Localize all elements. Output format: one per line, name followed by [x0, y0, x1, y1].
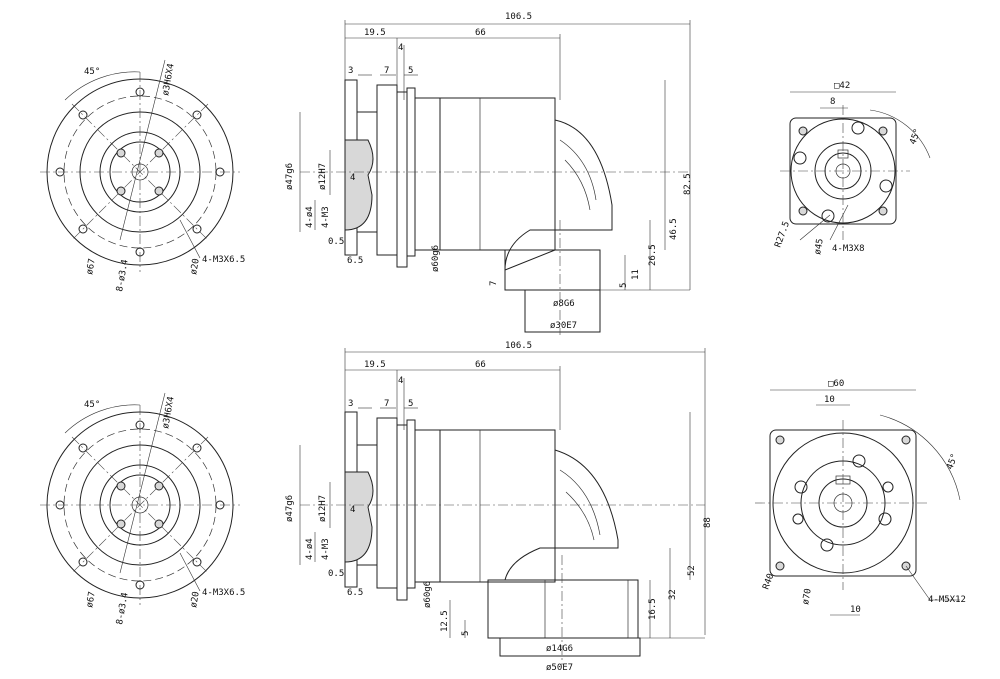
top-gap: 0.5	[328, 237, 344, 247]
bottom-flange-pitch-dia: ø20	[189, 591, 202, 609]
top-h1: 82.5	[683, 173, 693, 195]
bottom-shaft-dia: ø14G6	[546, 644, 573, 654]
top-seg-b: 66	[475, 28, 486, 38]
bottom-flange-threads: 4-M3X6.5	[202, 588, 245, 598]
bottom-side-view: 106.5 19.5 66 4 3 7 5 ø47g6 ø12H7	[285, 341, 713, 673]
bottom-seg-e: 7	[384, 399, 389, 409]
top-body-dia: ø60g6	[431, 245, 441, 272]
top-h2: 46.5	[669, 218, 679, 240]
top-pilot-dia: ø47g6	[285, 163, 295, 190]
top-overall-length: 106.5	[505, 12, 532, 22]
top-boss-dia: ø30E7	[550, 321, 577, 331]
top-h6: 7	[489, 281, 499, 286]
bottom-h2: 52	[687, 565, 697, 576]
bottom-h6: 5	[461, 631, 471, 636]
bottom-seg-d: 3	[348, 399, 353, 409]
bottom-boss-dia: ø50E7	[546, 663, 573, 673]
top-out-square: □42	[834, 81, 850, 91]
bottom-seg-b: 66	[475, 360, 486, 370]
bottom-out-key: 10	[824, 395, 835, 405]
top-offset: 6.5	[347, 256, 363, 266]
bottom-out-radius: R40	[761, 572, 776, 591]
bottom-overall-length: 106.5	[505, 341, 532, 351]
top-seg-e: 7	[384, 66, 389, 76]
top-h5: 5	[619, 283, 629, 288]
bottom-gap: 0.5	[328, 569, 344, 579]
bottom-flange-view: 45° ø3H6X4 ø67 8-ø3.4 ø20 4-M3X6.5	[40, 392, 245, 626]
bottom-flange-holes-label: ø3H6X4	[161, 396, 176, 430]
top-output-view: □42 8 45° R27.5 ø45 4-M3X8	[773, 81, 931, 256]
top-key: 4	[350, 173, 355, 183]
top-h3: 26.5	[648, 244, 658, 266]
bottom-h1: 88	[703, 517, 713, 528]
bottom-key: 4	[350, 505, 355, 515]
top-side-view: 106.5 19.5 66 4 3 7 5 ø47g6 ø12H7 4	[285, 12, 693, 335]
bottom-flange-hole-pattern: 8-ø3.4	[115, 592, 130, 626]
top-h4: 11	[631, 269, 641, 280]
top-threads-b: 4-M3	[321, 206, 331, 228]
top-out-radius: R27.5	[773, 220, 792, 249]
bottom-out-angle: 45°	[945, 452, 960, 471]
bottom-out-threads: 4-M5X12	[928, 595, 966, 605]
top-out-angle: 45°	[908, 127, 923, 146]
bottom-body-dia: ø60g6	[423, 581, 433, 608]
bottom-out-pcd: ø70	[801, 588, 814, 606]
bottom-offset: 6.5	[347, 588, 363, 598]
top-flange-outer-dia: ø67	[85, 258, 98, 276]
bottom-output-view: □60 10 10 45° R40 ø70 4-M5X12	[755, 379, 966, 616]
bottom-threads-b: 4-M3	[321, 538, 331, 560]
top-seg-c: 4	[398, 43, 403, 53]
bottom-h3: 32	[668, 589, 678, 600]
top-shaft-dia: ø8G6	[553, 299, 575, 309]
bottom-h5: 12.5	[440, 610, 450, 632]
bottom-flange-angle-label: 45°	[84, 400, 100, 410]
bottom-seg-a: 19.5	[364, 360, 386, 370]
bottom-seg-f: 5	[408, 399, 413, 409]
top-flange-pitch-dia: ø20	[189, 258, 202, 276]
bottom-flange-outer-dia: ø67	[85, 591, 98, 609]
top-flange-holes-label: ø3H6X4	[161, 63, 176, 97]
top-out-key: 8	[830, 97, 835, 107]
top-seg-f: 5	[408, 66, 413, 76]
top-flange-hole-pattern: 8-ø3.4	[115, 259, 130, 293]
bottom-pilot-dia: ø47g6	[285, 495, 295, 522]
top-threads-a: 4-ø4	[305, 206, 315, 228]
bottom-threads-a: 4-ø4	[305, 538, 315, 560]
top-out-pcd: ø45	[813, 238, 826, 256]
top-bore-dia: ø12H7	[318, 163, 328, 190]
top-out-threads: 4-M3X8	[832, 244, 865, 254]
top-flange-view: 45° ø3H6X4 ø67 8-ø3.4 ø20 4-M3X6.5	[40, 59, 245, 293]
bottom-out-key-b: 10	[850, 605, 861, 615]
top-seg-a: 19.5	[364, 28, 386, 38]
bottom-h4: 16.5	[648, 598, 658, 620]
bottom-bore-dia: ø12H7	[318, 495, 328, 522]
bottom-out-square: □60	[828, 379, 844, 389]
top-seg-d: 3	[348, 66, 353, 76]
top-flange-angle-label: 45°	[84, 67, 100, 77]
bottom-seg-c: 4	[398, 376, 403, 386]
top-flange-threads: 4-M3X6.5	[202, 255, 245, 265]
